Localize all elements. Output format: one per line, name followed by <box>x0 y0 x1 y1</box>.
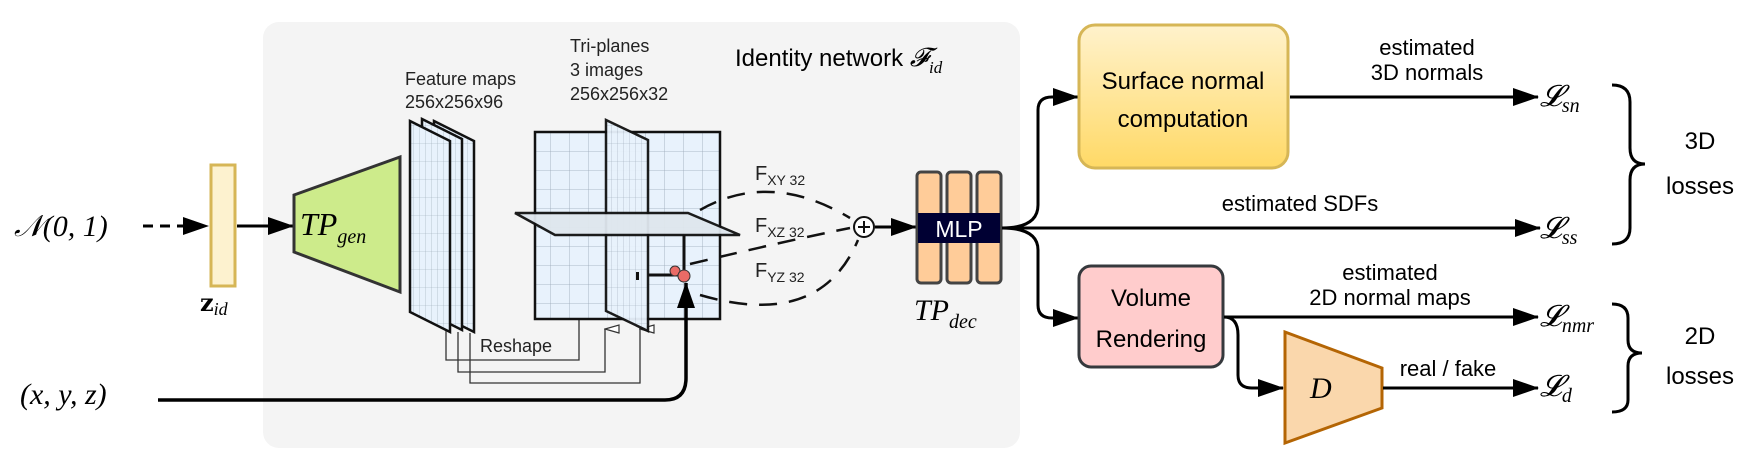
latent-label: zid <box>200 288 229 319</box>
triplanes-label: Tri-planes <box>570 36 649 56</box>
mlp-decoder <box>915 170 1003 285</box>
loss-d: 𝓛d <box>1540 369 1573 407</box>
feature-maps-label: Feature maps <box>405 69 516 89</box>
volume-rendering-box <box>1077 264 1225 369</box>
sdfs-label: estimated SDFs <box>1222 191 1379 216</box>
normal-maps-2d-label-1: estimated <box>1342 260 1437 285</box>
latent-vector-zid <box>209 163 237 288</box>
feature-xz-label: FXZ 32 <box>755 215 805 240</box>
normals-3d-label-2: 3D normals <box>1371 60 1483 85</box>
mlp-label: MLP <box>935 216 982 242</box>
sample-point <box>677 269 691 283</box>
losses-3d-line1: 3D <box>1685 128 1716 155</box>
feature-yz-label: FYZ 32 <box>755 260 805 285</box>
feature-map-stack <box>408 116 476 335</box>
loss-nmr: 𝓛nmr <box>1540 299 1594 337</box>
sum-node <box>853 216 875 238</box>
generator-tp-gen <box>292 154 402 295</box>
volume-rendering-line1: Volume <box>1111 285 1191 312</box>
losses-2d-line1: 2D <box>1685 323 1716 350</box>
discriminator-d <box>1283 329 1384 446</box>
feature-map-1 <box>408 118 452 335</box>
triplanes-size: 256x256x32 <box>570 84 668 104</box>
triplane-stack <box>514 118 741 333</box>
brace-3d-losses <box>1611 83 1646 246</box>
brace-2d-losses <box>1611 302 1643 414</box>
loss-ss: 𝓛ss <box>1540 211 1578 249</box>
loss-sn: 𝓛sn <box>1540 79 1580 117</box>
losses-3d-line2: losses <box>1666 173 1734 200</box>
surface-normal-line1: Surface normal <box>1102 68 1265 95</box>
panel-title: Identity network 𝓕id <box>735 43 943 77</box>
decoder-label: TPdec <box>914 294 977 333</box>
surface-normal-box <box>1077 23 1290 170</box>
volume-rendering-line2: Rendering <box>1096 326 1207 353</box>
normals-3d-label-1: estimated <box>1379 35 1474 60</box>
render-to-discriminator-arrow <box>1223 315 1284 397</box>
discriminator-label: D <box>1309 372 1332 405</box>
triplanes-count: 3 images <box>570 60 643 80</box>
surface-normal-line2: computation <box>1118 106 1249 133</box>
coords-arrow <box>158 282 695 402</box>
feature-xy-label: FXY 32 <box>755 163 805 188</box>
normal-maps-2d-label-2: 2D normal maps <box>1309 285 1470 310</box>
feature-dashed-arcs <box>689 190 860 307</box>
reshape-label: Reshape <box>480 336 552 356</box>
noise-input-label: 𝒩(0, 1) <box>14 210 108 243</box>
plane-xz <box>514 211 741 237</box>
sample-marker <box>636 272 639 280</box>
coords-input-label: (x, y, z) <box>20 378 107 411</box>
real-fake-label: real / fake <box>1400 356 1497 381</box>
feature-maps-size: 256x256x96 <box>405 92 503 112</box>
generator-label: TPgen <box>300 206 366 248</box>
mlp-output-branches <box>1001 88 1541 327</box>
losses-2d-line2: losses <box>1666 363 1734 390</box>
